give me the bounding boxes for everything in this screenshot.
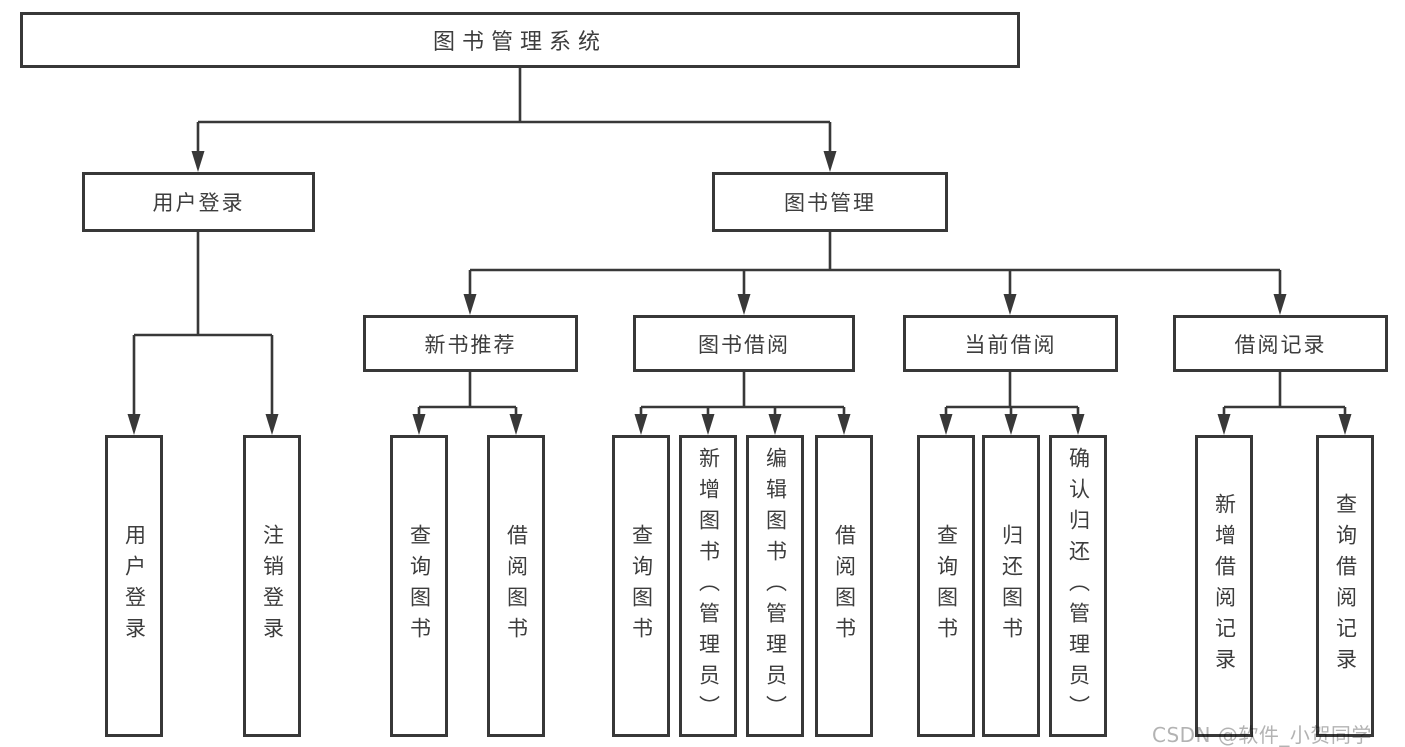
leaf-query-books-current-label: 查询图书 [934, 524, 959, 648]
node-book-management-label: 图书管理 [784, 191, 876, 215]
leaf-edit-books-admin-label: 编辑图书（管理员） [763, 446, 788, 726]
node-book-management: 图书管理 [712, 172, 948, 232]
node-book-borrowing-label: 图书借阅 [698, 332, 790, 357]
leaf-confirm-return-admin: 确认归还（管理员） [1049, 435, 1107, 737]
node-current-borrowing: 当前借阅 [903, 315, 1118, 372]
leaf-borrow-books-recommend: 借阅图书 [487, 435, 545, 737]
node-current-borrowing-label: 当前借阅 [964, 332, 1057, 357]
node-book-borrowing: 图书借阅 [633, 315, 855, 372]
leaf-query-borrow-record-label: 查询借阅记录 [1333, 493, 1358, 679]
leaf-user-login: 用户登录 [105, 435, 163, 737]
leaf-borrow-books-recommend-label: 借阅图书 [504, 524, 529, 648]
leaf-return-books-label: 归还图书 [999, 524, 1024, 648]
leaf-query-books-borrowing-label: 查询图书 [629, 524, 654, 648]
node-new-book-recommendation: 新书推荐 [363, 315, 578, 372]
leaf-query-books-current: 查询图书 [917, 435, 975, 737]
leaf-logout: 注销登录 [243, 435, 301, 737]
node-root-label: 图书管理系统 [432, 30, 607, 55]
leaf-return-books: 归还图书 [982, 435, 1040, 737]
leaf-confirm-return-admin-label: 确认归还（管理员） [1066, 446, 1091, 726]
leaf-query-books-recommend: 查询图书 [390, 435, 448, 737]
leaf-query-borrow-record: 查询借阅记录 [1316, 435, 1374, 737]
leaf-logout-label: 注销登录 [260, 524, 285, 648]
leaf-add-borrow-record-label: 新增借阅记录 [1212, 493, 1237, 679]
leaf-user-login-label: 用户登录 [122, 524, 147, 648]
leaf-query-books-borrowing: 查询图书 [612, 435, 670, 737]
node-root: 图书管理系统 [20, 12, 1020, 68]
leaf-edit-books-admin: 编辑图书（管理员） [746, 435, 804, 737]
leaf-add-borrow-record: 新增借阅记录 [1195, 435, 1253, 737]
leaf-add-books-admin-label: 新增图书（管理员） [696, 446, 721, 726]
leaf-query-books-recommend-label: 查询图书 [407, 524, 432, 648]
watermark: CSDN @软件_小贺同学 [1152, 723, 1372, 747]
node-borrowing-records: 借阅记录 [1173, 315, 1388, 372]
arrowheads [127, 151, 1352, 435]
node-user-login-label: 用户登录 [152, 191, 245, 215]
node-borrowing-records-label: 借阅记录 [1234, 332, 1327, 357]
node-new-book-recommendation-label: 新书推荐 [424, 332, 517, 357]
leaf-add-books-admin: 新增图书（管理员） [679, 435, 737, 737]
node-user-login: 用户登录 [82, 172, 315, 232]
leaf-borrow-books-borrowing: 借阅图书 [815, 435, 873, 737]
connector-paths [132, 68, 1347, 417]
leaf-borrow-books-borrowing-label: 借阅图书 [832, 524, 857, 648]
